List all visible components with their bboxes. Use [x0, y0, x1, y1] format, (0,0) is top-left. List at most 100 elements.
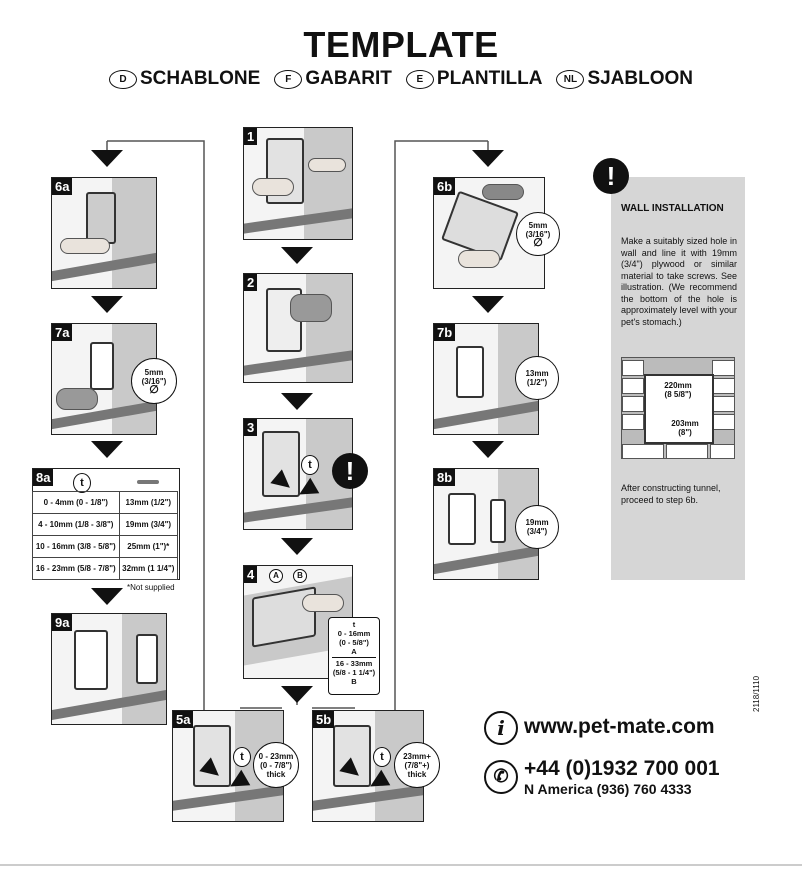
- callout-line: thick: [407, 769, 427, 779]
- range-1: 0 - 16mm: [337, 629, 371, 638]
- step-number: 7b: [434, 324, 456, 341]
- screw-size-callout-8b: 19mm (3/4"): [515, 505, 559, 549]
- step-number: 8b: [434, 469, 456, 486]
- arrow-down-icon: [281, 538, 313, 555]
- drill-size-callout-7a: 5mm (3/16") ∅: [131, 358, 177, 404]
- screw-icon: [137, 480, 159, 484]
- arrow-down-icon: [91, 296, 123, 313]
- range-2-letter: B: [351, 677, 357, 686]
- label-b: B: [293, 569, 307, 583]
- language-label: SJABLOON: [587, 68, 694, 89]
- info-t-icon: t: [373, 747, 391, 767]
- warning-icon: !: [593, 158, 629, 194]
- thickness-legend: t 0 - 16mm (0 - 5/8") A 16 - 33mm (5/8 -…: [328, 617, 380, 695]
- callout-line: 23mm+: [403, 751, 431, 761]
- arrow-down-icon: [472, 296, 504, 313]
- arrow-down-icon: [472, 441, 504, 458]
- callout-line: (0 - 7/8"): [260, 760, 292, 770]
- callout-line: 0 - 23mm: [258, 751, 294, 761]
- language-code: E: [405, 69, 434, 89]
- language-label: GABARIT: [305, 68, 392, 89]
- tunnel-opening: [644, 374, 714, 444]
- step-number: 6a: [52, 178, 73, 195]
- step-number: 4: [244, 566, 258, 583]
- callout-inch: (3/16"): [525, 229, 551, 239]
- screw-cell: 25mm (1")*: [118, 535, 179, 558]
- warning-icon: !: [332, 453, 368, 489]
- callout-inch: (3/4"): [526, 527, 548, 536]
- table-row: 16 - 23mm (5/8 - 7/8")32mm (1 1/4"): [32, 557, 179, 580]
- info-t-icon: t: [233, 747, 251, 767]
- step-number: 9a: [52, 614, 73, 631]
- info-t-icon: t: [352, 620, 356, 629]
- step-number: 3: [244, 419, 258, 436]
- label-a: A: [269, 569, 283, 583]
- dimension-inch: (8 5/8"): [664, 390, 692, 399]
- screw-cell: 13mm (1/2"): [118, 491, 179, 514]
- callout-inch: (1/2"): [526, 378, 548, 387]
- document-code: 2118/1110: [752, 675, 761, 712]
- step-number: 6b: [434, 178, 456, 195]
- callout-line: thick: [266, 769, 286, 779]
- callout-size: 13mm: [525, 369, 549, 378]
- dimension-width: 220mm (8 5/8"): [648, 381, 708, 399]
- website-link[interactable]: www.pet-mate.com: [524, 715, 715, 738]
- dimension-value: 220mm: [664, 381, 692, 390]
- step-2-panel: 2: [243, 273, 353, 383]
- info-t-icon: t: [73, 473, 91, 493]
- language-code: F: [274, 69, 303, 89]
- language-label: PLANTILLA: [436, 68, 543, 89]
- screw-cell: 32mm (1 1/4"): [118, 557, 179, 580]
- arrow-down-icon: [91, 441, 123, 458]
- step-6a-panel: 6a: [51, 177, 157, 289]
- language-label: SCHABLONE: [139, 68, 261, 89]
- thickness-callout-5a: 0 - 23mm (0 - 7/8") thick: [253, 742, 299, 788]
- arrow-down-icon: [472, 150, 504, 167]
- dimension-value: 203mm: [671, 419, 699, 428]
- footnote: *Not supplied: [127, 583, 175, 592]
- wall-installation-after: After constructing tunnel, proceed to st…: [621, 483, 721, 505]
- phone-number: +44 (0)1932 700 001: [524, 757, 720, 780]
- diameter-icon: ∅: [149, 383, 159, 396]
- wall-installation-body: Make a suitably sized hole in wall and l…: [621, 236, 737, 327]
- arrow-down-icon: [281, 247, 313, 264]
- arrow-down-icon: [281, 393, 313, 410]
- wall-installation-heading: WALL INSTALLATION: [621, 203, 724, 214]
- callout-size: 5mm: [144, 367, 164, 377]
- table-row: 4 - 10mm (1/8 - 3/8")19mm (3/4"): [32, 513, 179, 536]
- step-number: 7a: [52, 324, 73, 341]
- range-1-inch: (0 - 5/8"): [339, 638, 369, 647]
- step-number: 1: [244, 128, 258, 145]
- callout-line: (7/8"+): [404, 760, 430, 770]
- callout-size: 19mm: [525, 518, 549, 527]
- arrow-down-icon: [91, 588, 123, 605]
- screw-size-table: 0 - 4mm (0 - 1/8")13mm (1/2") 4 - 10mm (…: [32, 491, 179, 580]
- dimension-inch: (8"): [678, 428, 692, 437]
- callout-inch: (3/16"): [141, 376, 167, 386]
- callout-size: 5mm: [528, 220, 548, 230]
- thickness-callout-5b: 23mm+ (7/8"+) thick: [394, 742, 440, 788]
- step-number: 2: [244, 274, 258, 291]
- table-row: 0 - 4mm (0 - 1/8")13mm (1/2"): [32, 491, 179, 514]
- phone-icon: ✆: [484, 760, 518, 794]
- range-1-letter: A: [351, 647, 357, 656]
- arrow-down-icon: [281, 686, 313, 703]
- step-9a-panel: 9a: [51, 613, 167, 725]
- thickness-cell: 10 - 16mm (3/8 - 5/8"): [32, 535, 120, 558]
- diameter-icon: ∅: [533, 236, 543, 249]
- thickness-cell: 16 - 23mm (5/8 - 7/8"): [32, 557, 120, 580]
- info-icon: i: [484, 711, 518, 745]
- table-row: 10 - 16mm (3/8 - 5/8")25mm (1")*: [32, 535, 179, 558]
- step-number: 5b: [313, 711, 335, 728]
- range-2: 16 - 33mm: [335, 659, 373, 668]
- thickness-cell: 4 - 10mm (1/8 - 3/8"): [32, 513, 120, 536]
- step-number: 5a: [173, 711, 194, 728]
- dimension-height: 203mm (8"): [655, 419, 715, 437]
- language-code: NL: [556, 69, 585, 89]
